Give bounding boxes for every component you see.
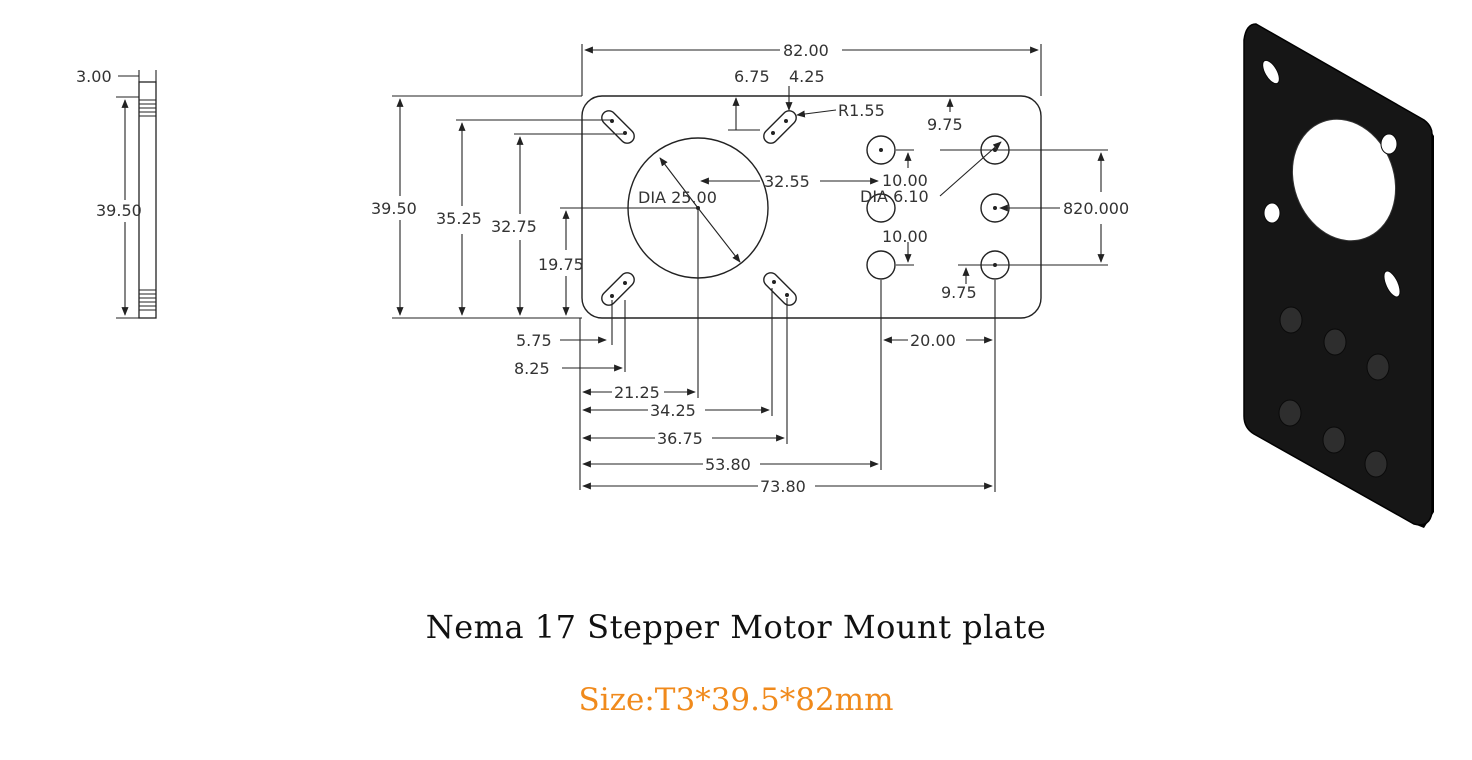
hole-pitch-label: 32.55 (764, 172, 810, 191)
plate-3d-motor-hole (1291, 118, 1397, 242)
mounting-holes (866, 135, 1010, 280)
side-view: 3.00 39.50 (76, 67, 157, 319)
h36-label: 36.75 (657, 429, 703, 448)
plate-3d-holes (1262, 59, 1401, 478)
slot-offset-top-label: 6.75 (734, 67, 770, 86)
small-hole-label: DIA 6.10 (860, 187, 929, 206)
hole-spacing-lower-label: 10.00 (882, 227, 928, 246)
side-view-knurl-bottom (139, 289, 156, 311)
side-height-label: 39.50 (96, 201, 142, 220)
mounting-slots (601, 110, 797, 306)
overall-width-label: 82.00 (783, 41, 829, 60)
right-dim-label: 820.000 (1063, 199, 1129, 218)
h53-label: 53.80 (705, 455, 751, 474)
h21-label: 21.25 (614, 383, 660, 402)
center-height-label: 19.75 (538, 255, 584, 274)
slot-bottom-right (763, 272, 797, 306)
slot-radius-label: R1.55 (838, 101, 885, 120)
plate-outline (581, 95, 1042, 319)
technical-drawing: 3.00 39.50 DIA 25.00 (76, 23, 1434, 528)
hole-c1-r2 (866, 193, 896, 223)
side-view-knurl-top (139, 99, 156, 117)
height-32-label: 32.75 (491, 217, 537, 236)
slot-top-left (601, 110, 635, 144)
slot-bottom-left (601, 272, 635, 306)
height-35-label: 35.25 (436, 209, 482, 228)
column-spacing-label: 20.00 (910, 331, 956, 350)
plate-3d-view (1243, 23, 1434, 528)
h73-label: 73.80 (760, 477, 806, 496)
h34-label: 34.25 (650, 401, 696, 420)
right-offset-top-label: 9.75 (927, 115, 963, 134)
page-title: Nema 17 Stepper Motor Mount plate (425, 608, 1047, 646)
hole-spacing-upper-label: 10.00 (882, 171, 928, 190)
hole-c1-r3 (866, 250, 896, 280)
front-view: DIA 25.00 (371, 41, 1129, 496)
left-offset-2-label: 8.25 (514, 359, 550, 378)
side-view-profile (138, 81, 157, 319)
left-offset-1-label: 5.75 (516, 331, 552, 350)
overall-height-label: 39.50 (371, 199, 417, 218)
slot-top-right (763, 110, 797, 144)
size-subtitle: Size:T3*39.5*82mm (578, 682, 894, 718)
slot-spacing-top-label: 4.25 (789, 67, 825, 86)
side-thickness-label: 3.00 (76, 67, 112, 86)
hole-c1-r1 (866, 135, 896, 165)
motor-hole-label: DIA 25.00 (638, 188, 717, 207)
right-offset-bottom-label: 9.75 (941, 283, 977, 302)
